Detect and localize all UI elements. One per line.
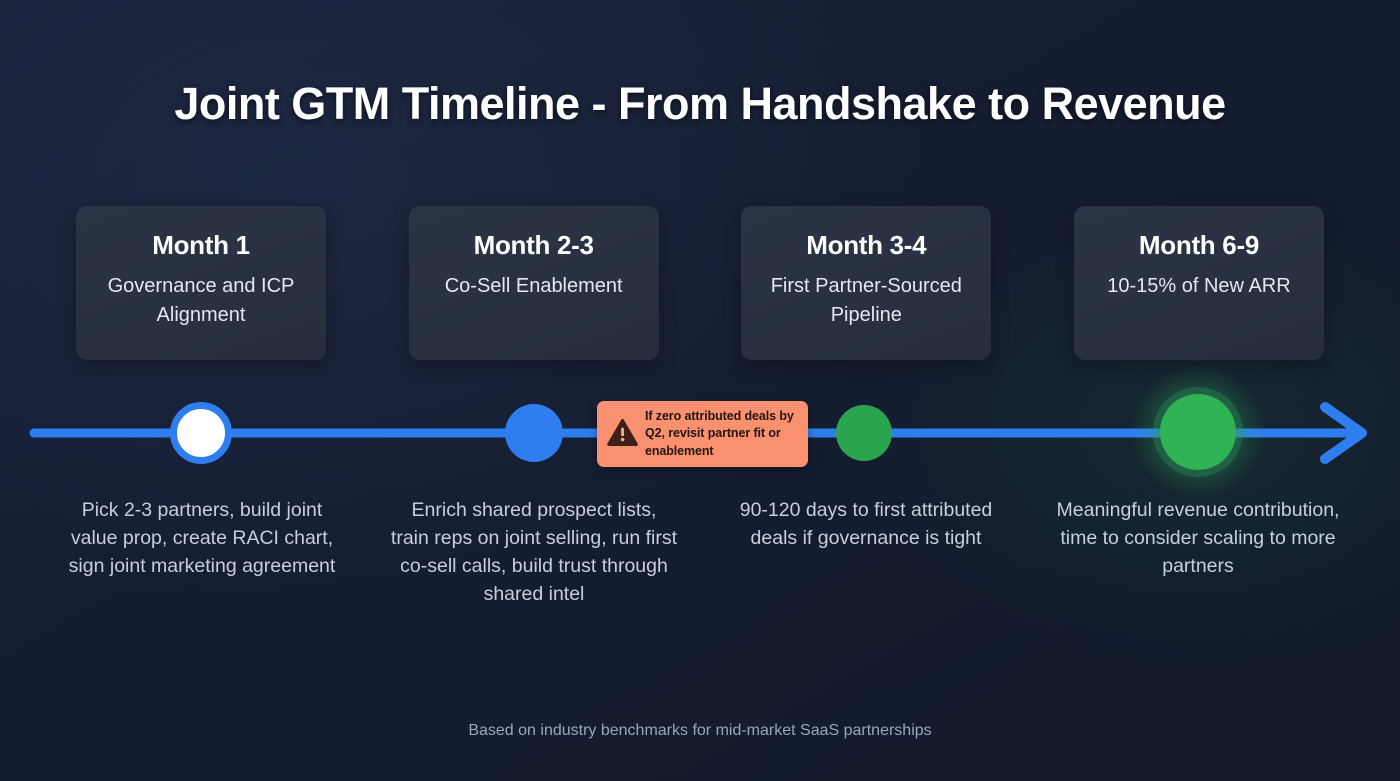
milestone-card-subtitle: 10-15% of New ARR xyxy=(1107,274,1291,297)
milestone-description-2: Enrich shared prospect lists, train reps… xyxy=(390,499,678,605)
milestone-description-3: 90-120 days to first attributed deals if… xyxy=(739,499,993,549)
warning-triangle-icon xyxy=(607,418,638,451)
footer-note: Based on industry benchmarks for mid-mar… xyxy=(468,722,932,739)
milestone-card-1: Month 1 Governance and ICP Alignment xyxy=(76,206,326,360)
timeline-arrowhead xyxy=(1320,402,1367,464)
milestone-card-title: Month 2-3 xyxy=(473,230,594,260)
warning-callout[interactable]: If zero attributed deals by Q2, revisit … xyxy=(597,401,808,467)
milestone-description-4: Meaningful revenue contribution, time to… xyxy=(1056,499,1340,577)
milestone-node-2[interactable] xyxy=(505,404,563,462)
milestone-card-subtitle: Co-Sell Enablement xyxy=(444,274,623,297)
milestone-description-1: Pick 2-3 partners, build joint value pro… xyxy=(68,499,336,577)
milestone-node-4[interactable] xyxy=(1160,394,1236,470)
milestone-card-title: Month 3-4 xyxy=(806,230,927,260)
milestone-node-3[interactable] xyxy=(836,405,892,461)
warning-callout-text: If zero attributed deals by Q2, revisit … xyxy=(645,409,794,458)
milestone-description-row: Pick 2-3 partners, build joint value pro… xyxy=(58,497,1342,647)
milestone-card-4: Month 6-9 10-15% of New ARR xyxy=(1073,206,1324,360)
milestone-card-subtitle: Governance and ICP Alignment xyxy=(107,274,295,326)
milestone-node-1[interactable] xyxy=(170,402,232,464)
milestone-card-row: Month 1 Governance and ICP Alignment Mon… xyxy=(76,206,1324,360)
page-title: Joint GTM Timeline - From Handshake to R… xyxy=(174,78,1226,129)
milestone-card-title: Month 6-9 xyxy=(1138,230,1259,260)
milestone-card-2: Month 2-3 Co-Sell Enablement xyxy=(408,206,659,360)
milestone-card-3: Month 3-4 First Partner-Sourced Pipeline xyxy=(741,206,992,360)
milestone-card-subtitle: First Partner-Sourced Pipeline xyxy=(770,274,962,326)
milestone-card-title: Month 1 xyxy=(152,230,250,260)
